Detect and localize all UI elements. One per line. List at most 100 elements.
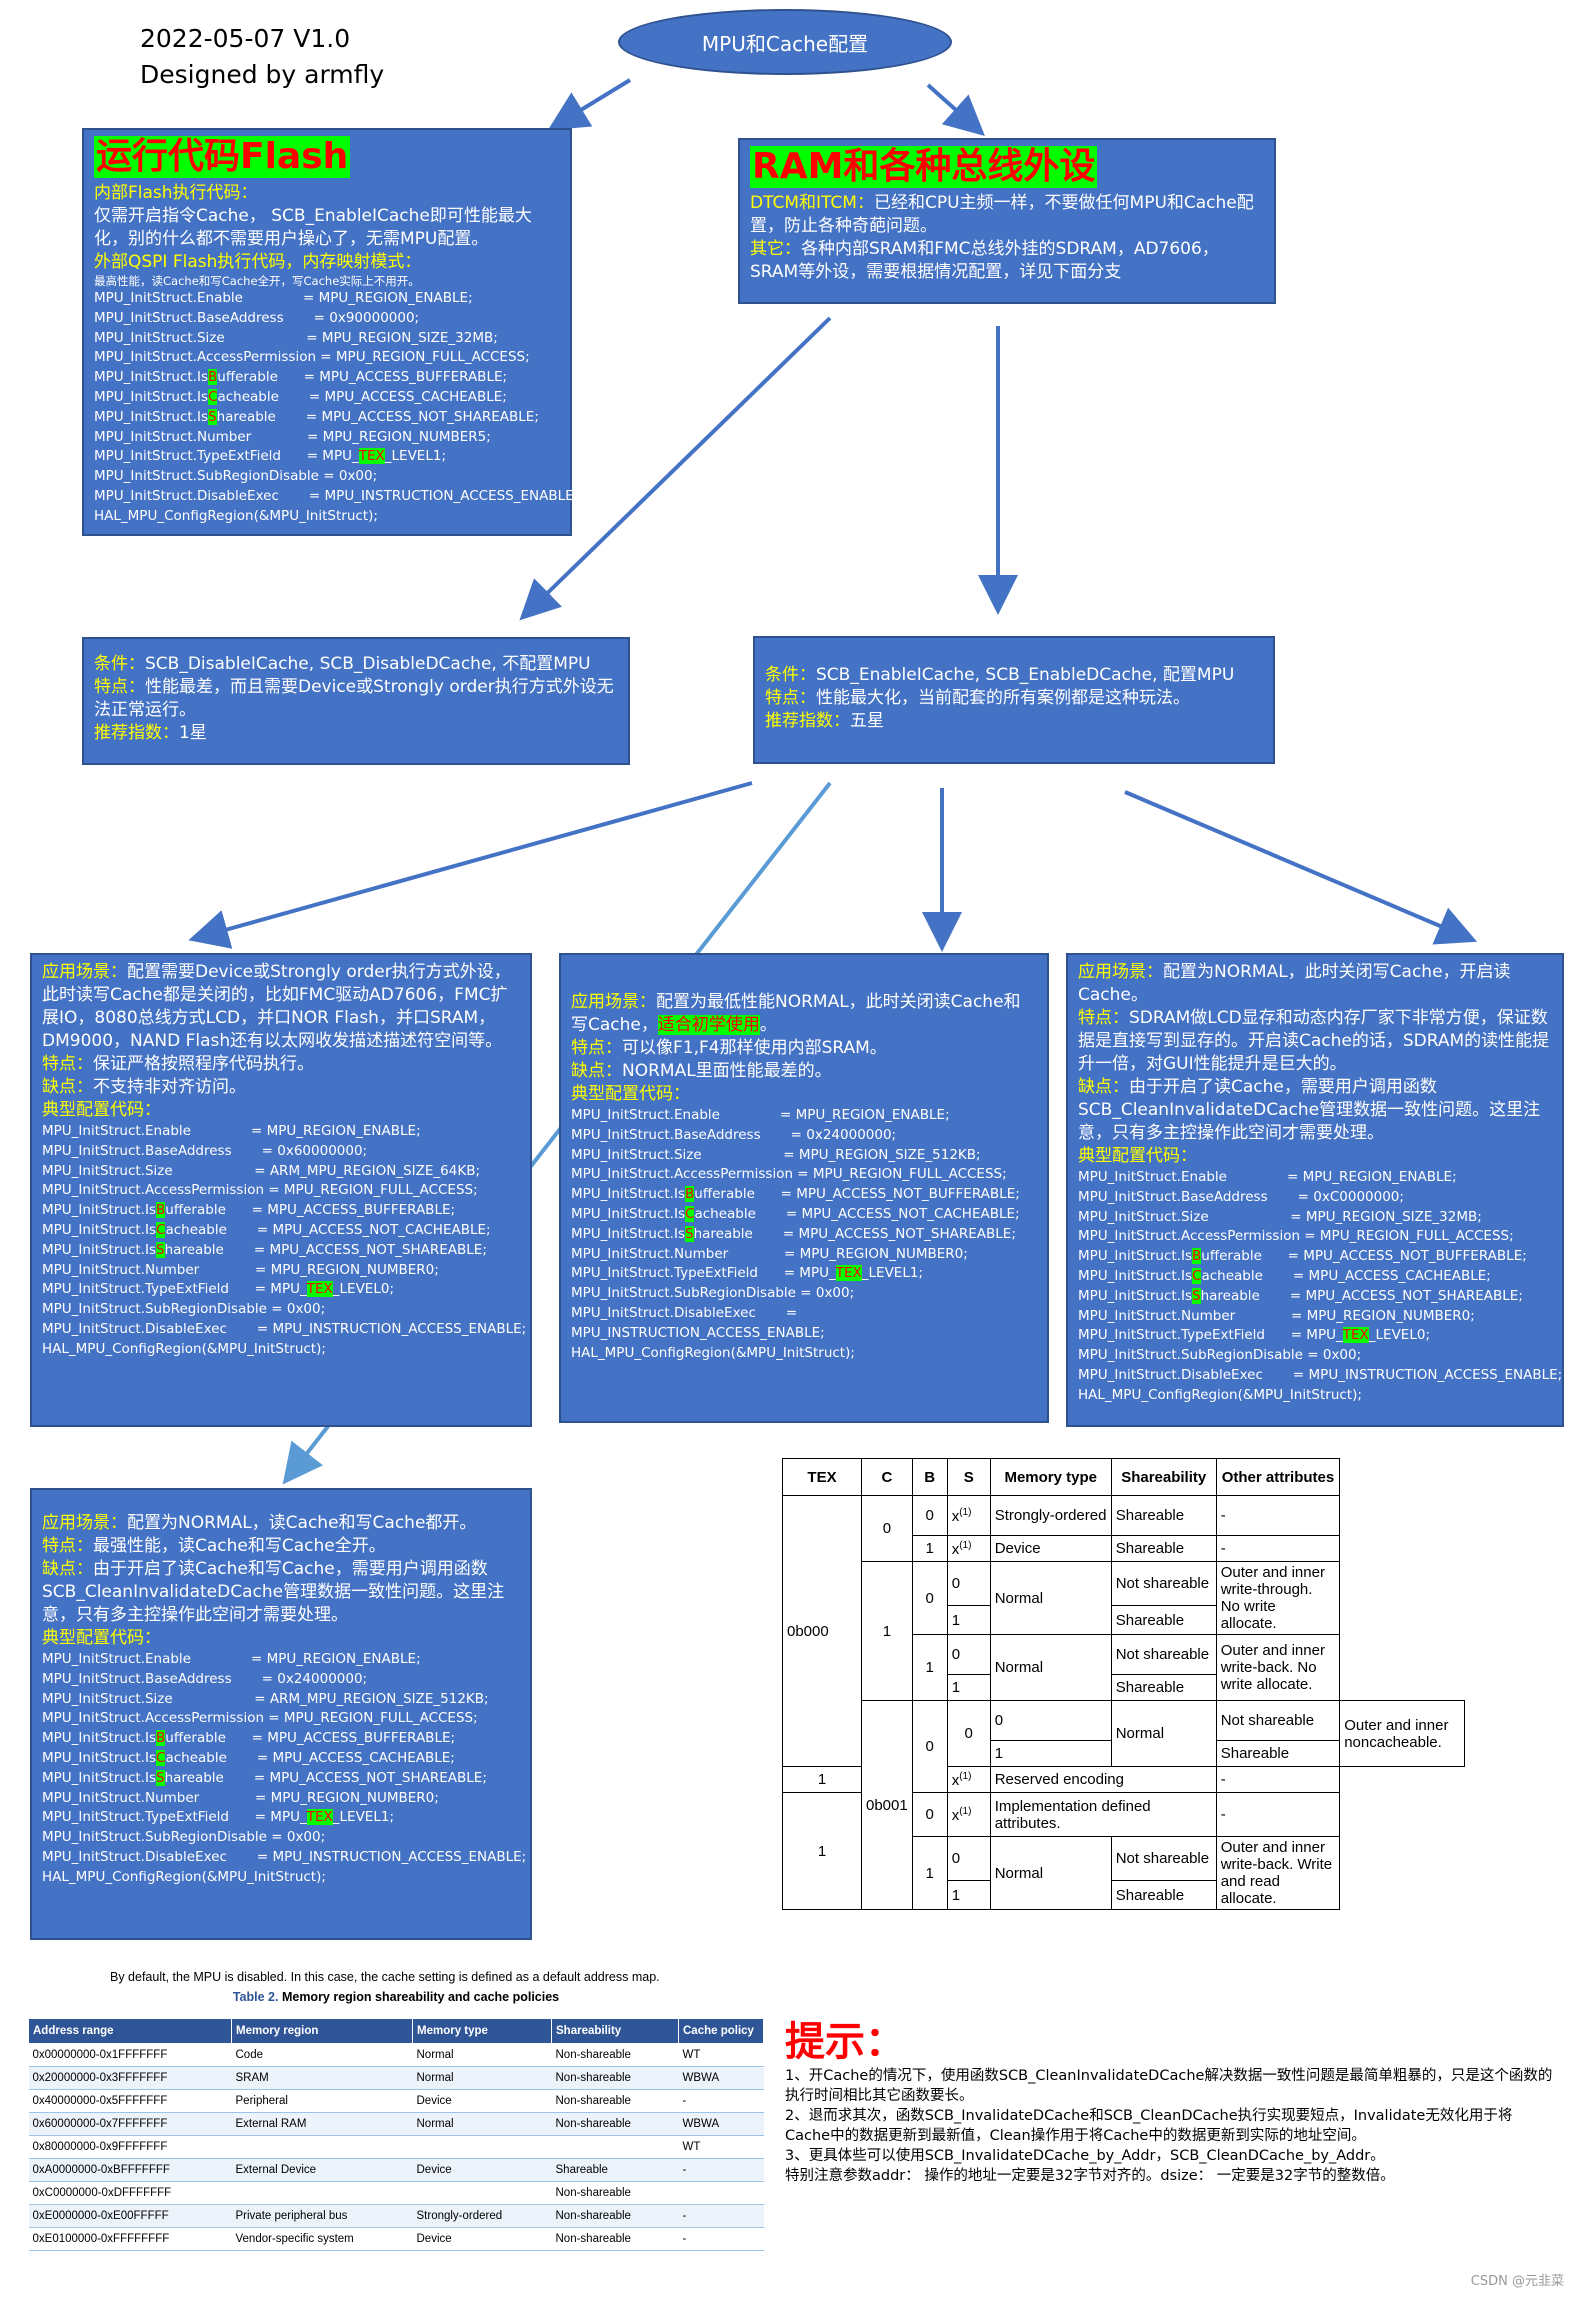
code-line: HAL_MPU_ConfigRegion(&MPU_InitStruct); [571, 1344, 855, 1361]
tex-header-other: Other attributes [1215, 1458, 1341, 1496]
code-line: HAL_MPU_ConfigRegion(&MPU_InitStruct); [94, 507, 378, 524]
c-cell: 1 [861, 1561, 913, 1701]
wt-cons-text: 由于开启了读Cache，需要用户调用函数SCB_CleanInvalidateD… [1078, 1077, 1541, 1143]
shareability-reserved: Reserved encoding [989, 1766, 1217, 1793]
table-cell: External Device [231, 2158, 413, 2182]
code-line: MPU_InitStruct.IsCacheable = MPU_ACCESS_… [1078, 1267, 1491, 1284]
code-line: MPU_InitStruct.AccessPermission = MPU_RE… [1078, 1228, 1514, 1245]
s-cell: 0 [989, 1700, 1112, 1741]
region-caption-title: Memory region shareability and cache pol… [281, 1990, 560, 2004]
s-cell: 1 [946, 1605, 991, 1635]
nc-scene-text: 配置为最低性能NORMAL，此时关闭读Cache和写Cache， [571, 992, 1021, 1035]
wt-code: MPU_InitStruct.Enable = MPU_REGION_ENABL… [1078, 1168, 1562, 1406]
table-cell: 0xE0100000-0xFFFFFFFF [28, 2227, 232, 2251]
table-cell [551, 2135, 679, 2159]
code-line: MPU_InitStruct.SubRegionDisable = 0x00; [571, 1285, 855, 1302]
table-cell: External RAM [231, 2112, 413, 2136]
other-cell: - [1215, 1535, 1341, 1562]
code-line: MPU_InitStruct.DisableExec = MPU_INSTRUC… [94, 487, 579, 504]
table-cell: SRAM [231, 2066, 413, 2090]
share-cell: Shareable [1110, 1495, 1217, 1536]
version-date: 2022-05-07 V1.0 [140, 24, 351, 53]
table-cell: Non-shareable [551, 2066, 679, 2090]
table-cell: WBWA [678, 2066, 764, 2090]
code-line: MPU_InitStruct.SubRegionDisable = 0x00; [42, 1301, 326, 1318]
arrow-root-to-flash [547, 78, 632, 131]
nc-scene-highlight: 适合初学使用 [657, 1015, 760, 1035]
flash-internal-text: 仅需开启指令Cache， SCB_EnableICache即可性能最大化，别的什… [94, 206, 532, 249]
b-cell: 0 [946, 1700, 991, 1767]
s-cell: x(1) [946, 1792, 991, 1837]
table-cell: 0x60000000-0x7FFFFFFF [28, 2112, 232, 2136]
memory-region-table: Address range Memory region Memory type … [28, 2018, 764, 2251]
code-line: MPU_InitStruct.IsCacheable = MPU_ACCESS_… [42, 1221, 491, 1238]
share-cell: Shareable [1110, 1535, 1217, 1562]
share-cell: Shareable [1110, 1880, 1217, 1910]
nc-cons-text: NORMAL里面性能最差的。 [622, 1061, 832, 1081]
code-line: MPU_InitStruct.AccessPermission = MPU_RE… [42, 1710, 478, 1727]
normal-wt-box: 应用场景：配置为NORMAL，此时关闭写Cache，开启读Cache。 特点：S… [1066, 953, 1564, 1427]
flash-internal-label: 内部Flash执行代码： [94, 183, 258, 203]
share-cell: Not shareable [1110, 1835, 1217, 1882]
nc-scene-label: 应用场景： [571, 992, 656, 1012]
table-cell: Non-shareable [551, 2181, 679, 2205]
code-line: MPU_InitStruct.IsCacheable = MPU_ACCESS_… [42, 1749, 455, 1766]
wt-feat-label: 特点： [1078, 1008, 1129, 1028]
code-line: MPU_InitStruct.DisableExec = MPU_INSTRUC… [42, 1848, 527, 1865]
s-cell: x(1) [946, 1766, 991, 1793]
table-cell: Vendor-specific system [231, 2227, 413, 2251]
c-cell: 1 [782, 1792, 862, 1910]
cond-enable-feat-text: 性能最大化，当前配套的所有案例都是这种玩法。 [816, 688, 1190, 708]
tip-line: 特别注意参数addr： 操作的地址一定要是32字节对齐的。dsize： 一定要是… [785, 2168, 1395, 2184]
region-header: Shareability [551, 2018, 679, 2044]
memtype-cell: Device [989, 1535, 1112, 1562]
tex-cell: 0b000 [782, 1495, 862, 1767]
table-cell: Normal [412, 2112, 552, 2136]
tips-title: 提示： [785, 2019, 905, 2065]
device-scene-text: 配置需要Device或Strongly order执行方式外设，此时读写Cach… [42, 962, 511, 1051]
code-line: MPU_InitStruct.IsBufferable = MPU_ACCESS… [571, 1186, 1020, 1203]
tex-header-tex: TEX [782, 1458, 862, 1496]
normal-wb-box: 应用场景：配置为NORMAL，读Cache和写Cache都开。 特点：最强性能，… [30, 1488, 532, 1940]
cond-enable-feat-label: 特点： [765, 688, 816, 708]
tex-header-memtype: Memory type [989, 1458, 1112, 1496]
flash-external-label: 外部QSPI Flash执行代码，内存映射模式： [94, 252, 422, 272]
b-cell: 0 [911, 1792, 948, 1837]
s-cell: x(1) [946, 1495, 991, 1536]
table-cell [231, 2181, 413, 2205]
code-line: MPU_InitStruct.Number = MPU_REGION_NUMBE… [94, 428, 491, 445]
nc-code: MPU_InitStruct.Enable = MPU_REGION_ENABL… [571, 1106, 1037, 1363]
cond-disable-rec-label: 推荐指数： [94, 723, 179, 743]
device-feat-label: 特点： [42, 1054, 93, 1074]
region-intro: By default, the MPU is disabled. In this… [110, 1970, 660, 1984]
wb-code: MPU_InitStruct.Enable = MPU_REGION_ENABL… [42, 1650, 527, 1888]
code-line: MPU_InitStruct.Enable = MPU_REGION_ENABL… [42, 1651, 421, 1667]
tex-header-b: B [911, 1458, 948, 1496]
s-cell: x(1) [946, 1535, 991, 1562]
wb-scene-text: 配置为NORMAL，读Cache和写Cache都开。 [127, 1513, 477, 1533]
cond-disable-box: 条件：SCB_DisableICache, SCB_DisableDCache,… [82, 637, 630, 765]
table-cell [231, 2135, 413, 2159]
b-cell: 1 [911, 1634, 948, 1701]
tips-section: 提示： 1、开Cache的情况下，使用函数SCB_CleanInvalidate… [785, 2018, 1555, 2186]
device-feat-text: 保证严格按照程序代码执行。 [93, 1054, 314, 1074]
code-line: MPU_InitStruct.IsCacheable = MPU_ACCESS_… [571, 1205, 1020, 1222]
tex-header-share: Shareability [1110, 1458, 1217, 1496]
share-cell: Not shareable [1215, 1700, 1341, 1741]
cond-disable-rec-text: 1星 [179, 723, 207, 743]
code-line: MPU_InitStruct.Enable = MPU_REGION_ENABL… [94, 290, 473, 306]
tip-line: 1、开Cache的情况下，使用函数SCB_CleanInvalidateDCac… [785, 2068, 1553, 2104]
wt-scene-label: 应用场景： [1078, 962, 1163, 982]
cond-disable-feat-label: 特点： [94, 677, 145, 697]
flash-box: 运行代码Flash 内部Flash执行代码： 仅需开启指令Cache， SCB_… [82, 128, 579, 536]
code-line: MPU_InitStruct.TypeExtField = MPU_TEX_LE… [1078, 1327, 1430, 1344]
tex-header-s: S [946, 1458, 991, 1496]
arrow-enable-to-normal-wt [1124, 790, 1478, 945]
table-cell: 0x80000000-0x9FFFFFFF [28, 2135, 232, 2159]
table-cell: - [678, 2158, 764, 2182]
ram-other-label: 其它： [750, 239, 801, 259]
code-line: HAL_MPU_ConfigRegion(&MPU_InitStruct); [42, 1868, 326, 1885]
